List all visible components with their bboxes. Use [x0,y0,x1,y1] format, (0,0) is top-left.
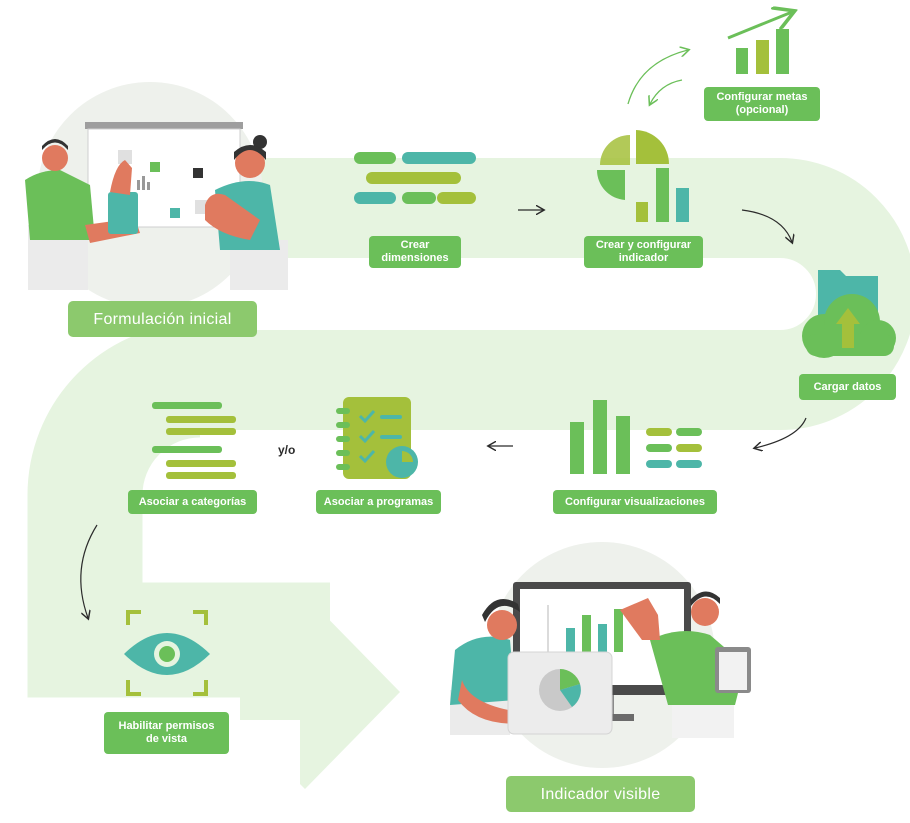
goal-cycle-arrow-down [650,79,683,104]
step-asociar-categorias: Asociar a categorías [128,490,257,514]
step-habilitar-permisos: Habilitar permisos de vista [104,712,229,754]
dimension-bars-icon [354,152,476,204]
step-configurar-visualizaciones: Configurar visualizaciones [553,490,717,514]
step-crear-indicador: Crear y configurar indicador [584,236,703,268]
presentation-illustration [450,542,751,768]
flow-arrows [80,210,807,618]
connector-y-o: y/o [278,443,296,457]
flow-arrow-head [300,595,400,789]
visualization-bars-icon [570,400,702,474]
step-crear-dimensiones: Crear dimensiones [369,236,461,268]
eye-focus-icon [124,610,210,696]
step-asociar-programas: Asociar a programas [316,490,441,514]
step-configurar-metas: Configurar metas (opcional) [704,87,820,121]
category-list-icon [152,402,236,479]
step-indicador-visible: Indicador visible [506,776,695,812]
pie-bar-chart-icon [596,130,689,222]
growth-bars-icon [727,12,792,74]
team-planning-illustration [25,82,288,308]
step-formulacion-inicial: Formulación inicial [68,301,257,337]
checklist-notebook-icon [336,397,418,479]
cloud-upload-folder-icon [802,270,896,358]
step-cargar-datos: Cargar datos [799,374,896,400]
goal-cycle-arrow-up [627,50,688,105]
